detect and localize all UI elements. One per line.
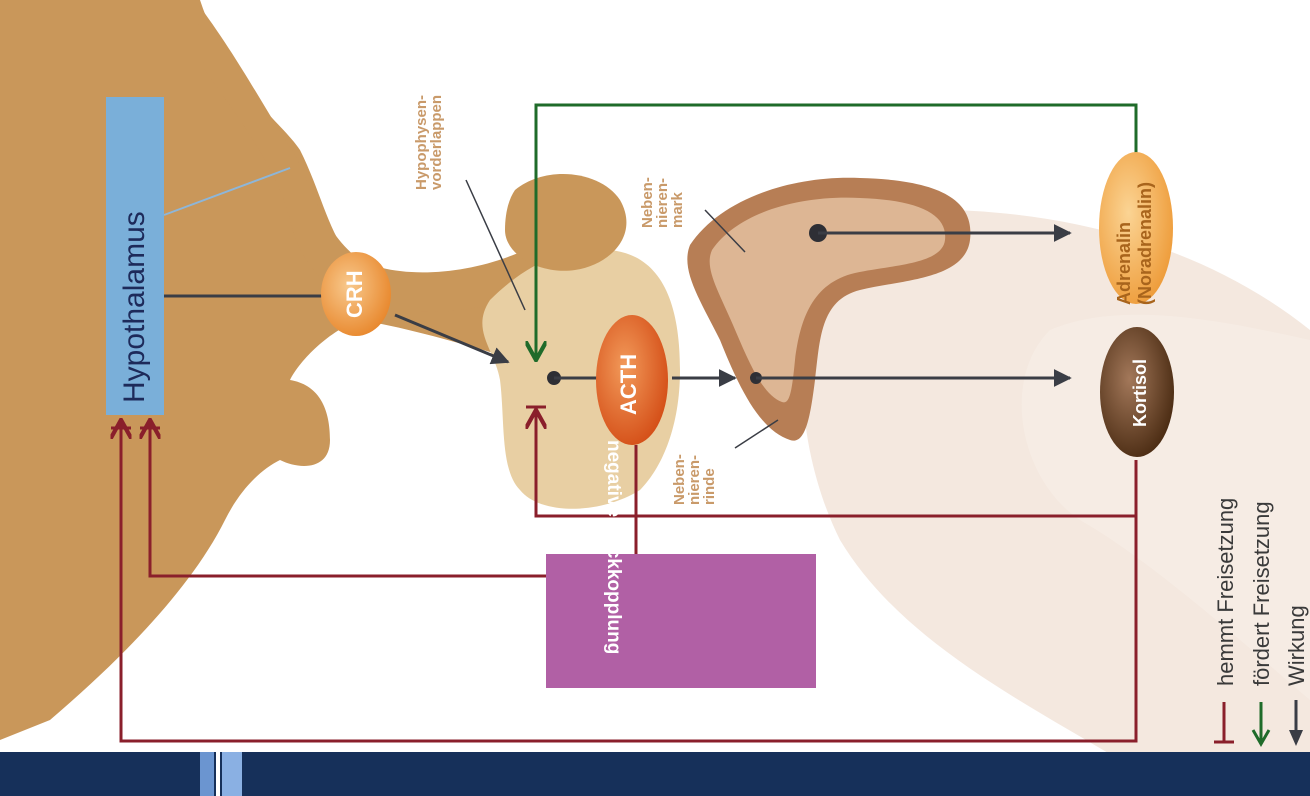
hypothalamus-label: Hypothalamus <box>118 211 152 403</box>
footer-stripe-divider <box>216 752 220 796</box>
crh-label: CRH <box>343 270 367 318</box>
legend-effect-label: Wirkung <box>1285 605 1309 686</box>
footer-stripe-light <box>222 752 242 796</box>
footer-bar <box>0 752 1310 796</box>
nebennierenrinde-label: Neben- nieren- rinde <box>672 454 717 505</box>
brain-tissue <box>0 0 545 740</box>
nebennierenmark-label: Neben- nieren- mark <box>640 177 685 228</box>
legend-inhibit-label: hemmt Freisetzung <box>1214 498 1238 686</box>
legend-promote-label: fördert Freisetzung <box>1250 501 1274 686</box>
acth-label: ACTH <box>617 354 641 415</box>
nebennierenrinde-pointer <box>735 420 778 448</box>
hypophysen-label: Hypophysen- vorderlappen <box>414 95 444 190</box>
adrenalin-label: Adrenalin (Noradrenalin) <box>1114 182 1156 305</box>
kortisol-label: Kortisol <box>1130 359 1150 427</box>
negative-feedback-box <box>546 554 816 688</box>
negative-feedback-label: negative Rückkopplung <box>602 440 624 654</box>
footer-stripe <box>200 752 214 796</box>
